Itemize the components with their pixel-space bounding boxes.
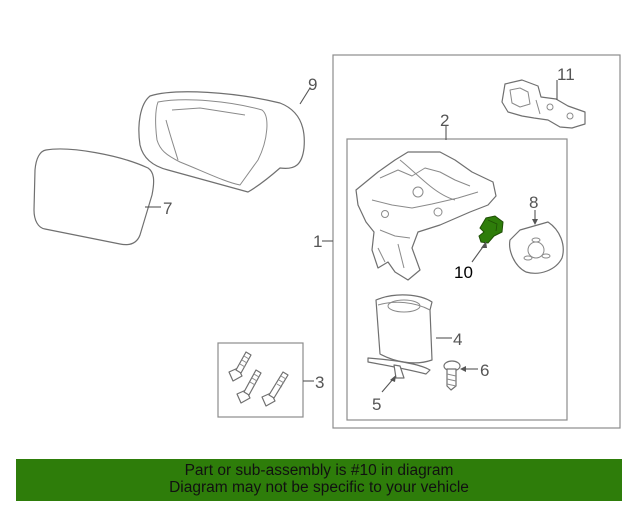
part-info-banner: Part or sub-assembly is #10 in diagram D…	[16, 459, 622, 501]
housing-sleeve-part[interactable]	[375, 294, 433, 364]
bracket-part[interactable]	[501, 79, 586, 129]
callout-11: 11	[557, 65, 575, 84]
bolt-3	[261, 371, 289, 407]
highlighted-part-shape	[478, 215, 504, 244]
callout-4: 4	[453, 330, 462, 349]
seal-strip-part[interactable]	[367, 357, 431, 379]
banner-line-1: Part or sub-assembly is #10 in diagram	[184, 462, 454, 479]
bolt-1	[228, 351, 252, 382]
subassembly-frame	[346, 138, 568, 421]
callout-9: 9	[308, 75, 317, 94]
bolt-set-part[interactable]	[228, 351, 289, 407]
mirror-base-part[interactable]	[355, 151, 497, 281]
mirror-glass-part[interactable]	[33, 148, 155, 246]
motor-disc-part[interactable]	[509, 221, 564, 274]
highlighted-clip-part[interactable]	[478, 215, 504, 244]
banner-line-2: Diagram may not be specific to your vehi…	[169, 479, 469, 496]
callout-10: 10	[454, 263, 473, 282]
mirror-cover-part[interactable]	[138, 91, 305, 193]
callout-3: 3	[315, 373, 324, 392]
parts-diagram: 7 9 11 2 1 10	[33, 54, 621, 429]
callout-5: 5	[372, 395, 381, 414]
screw-part[interactable]	[443, 360, 461, 391]
bolt-2	[236, 369, 262, 404]
callout-2: 2	[440, 111, 449, 130]
callout-6: 6	[480, 361, 489, 380]
bolt-set-frame	[217, 342, 304, 418]
callout-1: 1	[313, 232, 322, 251]
callout-8: 8	[529, 193, 538, 212]
callout-7: 7	[163, 199, 172, 218]
